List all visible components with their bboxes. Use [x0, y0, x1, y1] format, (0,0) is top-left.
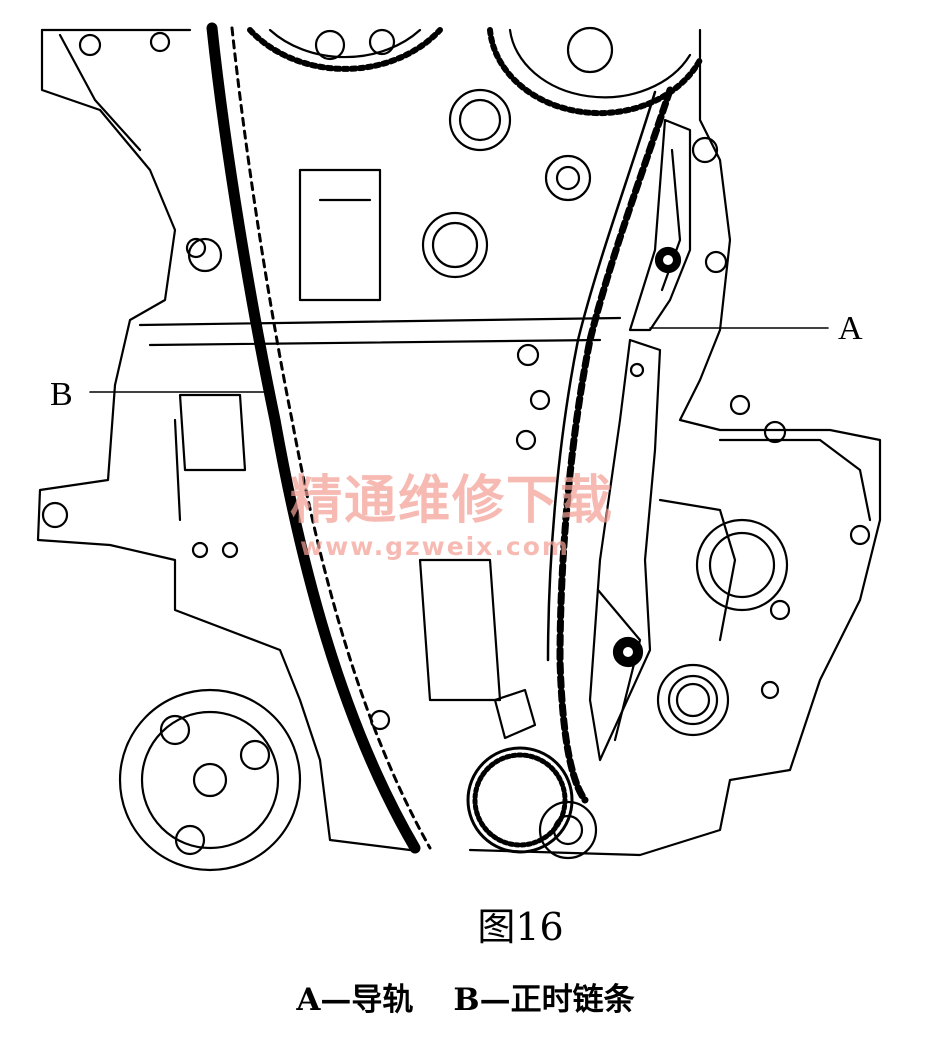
figure-number: 图16: [477, 905, 564, 949]
engine-block-outline: [36, 28, 882, 857]
crankshaft-sprocket: [466, 688, 598, 860]
idler-pulley: [118, 688, 302, 872]
engine-timing-drawing: [36, 22, 882, 872]
camshaft-sprocket-left: [247, 27, 443, 72]
timing-chain-left-run: [206, 22, 432, 854]
legend-item-a: A—导轨: [296, 982, 414, 1018]
chain-guide-upper: [628, 118, 692, 332]
figure-legend: A—导轨 B—正时链条: [0, 985, 931, 1016]
camshaft-sprocket-right: [487, 26, 703, 117]
callout-label-a: A: [838, 310, 863, 347]
callout-label-b: B: [50, 376, 73, 413]
oil-seal-right: [656, 518, 789, 737]
center-bosses: [421, 88, 592, 279]
watermark-url: www.gzweix.com: [300, 532, 570, 561]
watermark-text: 精通维修下载: [290, 470, 615, 531]
chain-tensioner-guide: [588, 338, 662, 762]
legend-item-b: B—正时链条: [453, 982, 635, 1018]
timing-chain-right-run: [546, 86, 674, 804]
